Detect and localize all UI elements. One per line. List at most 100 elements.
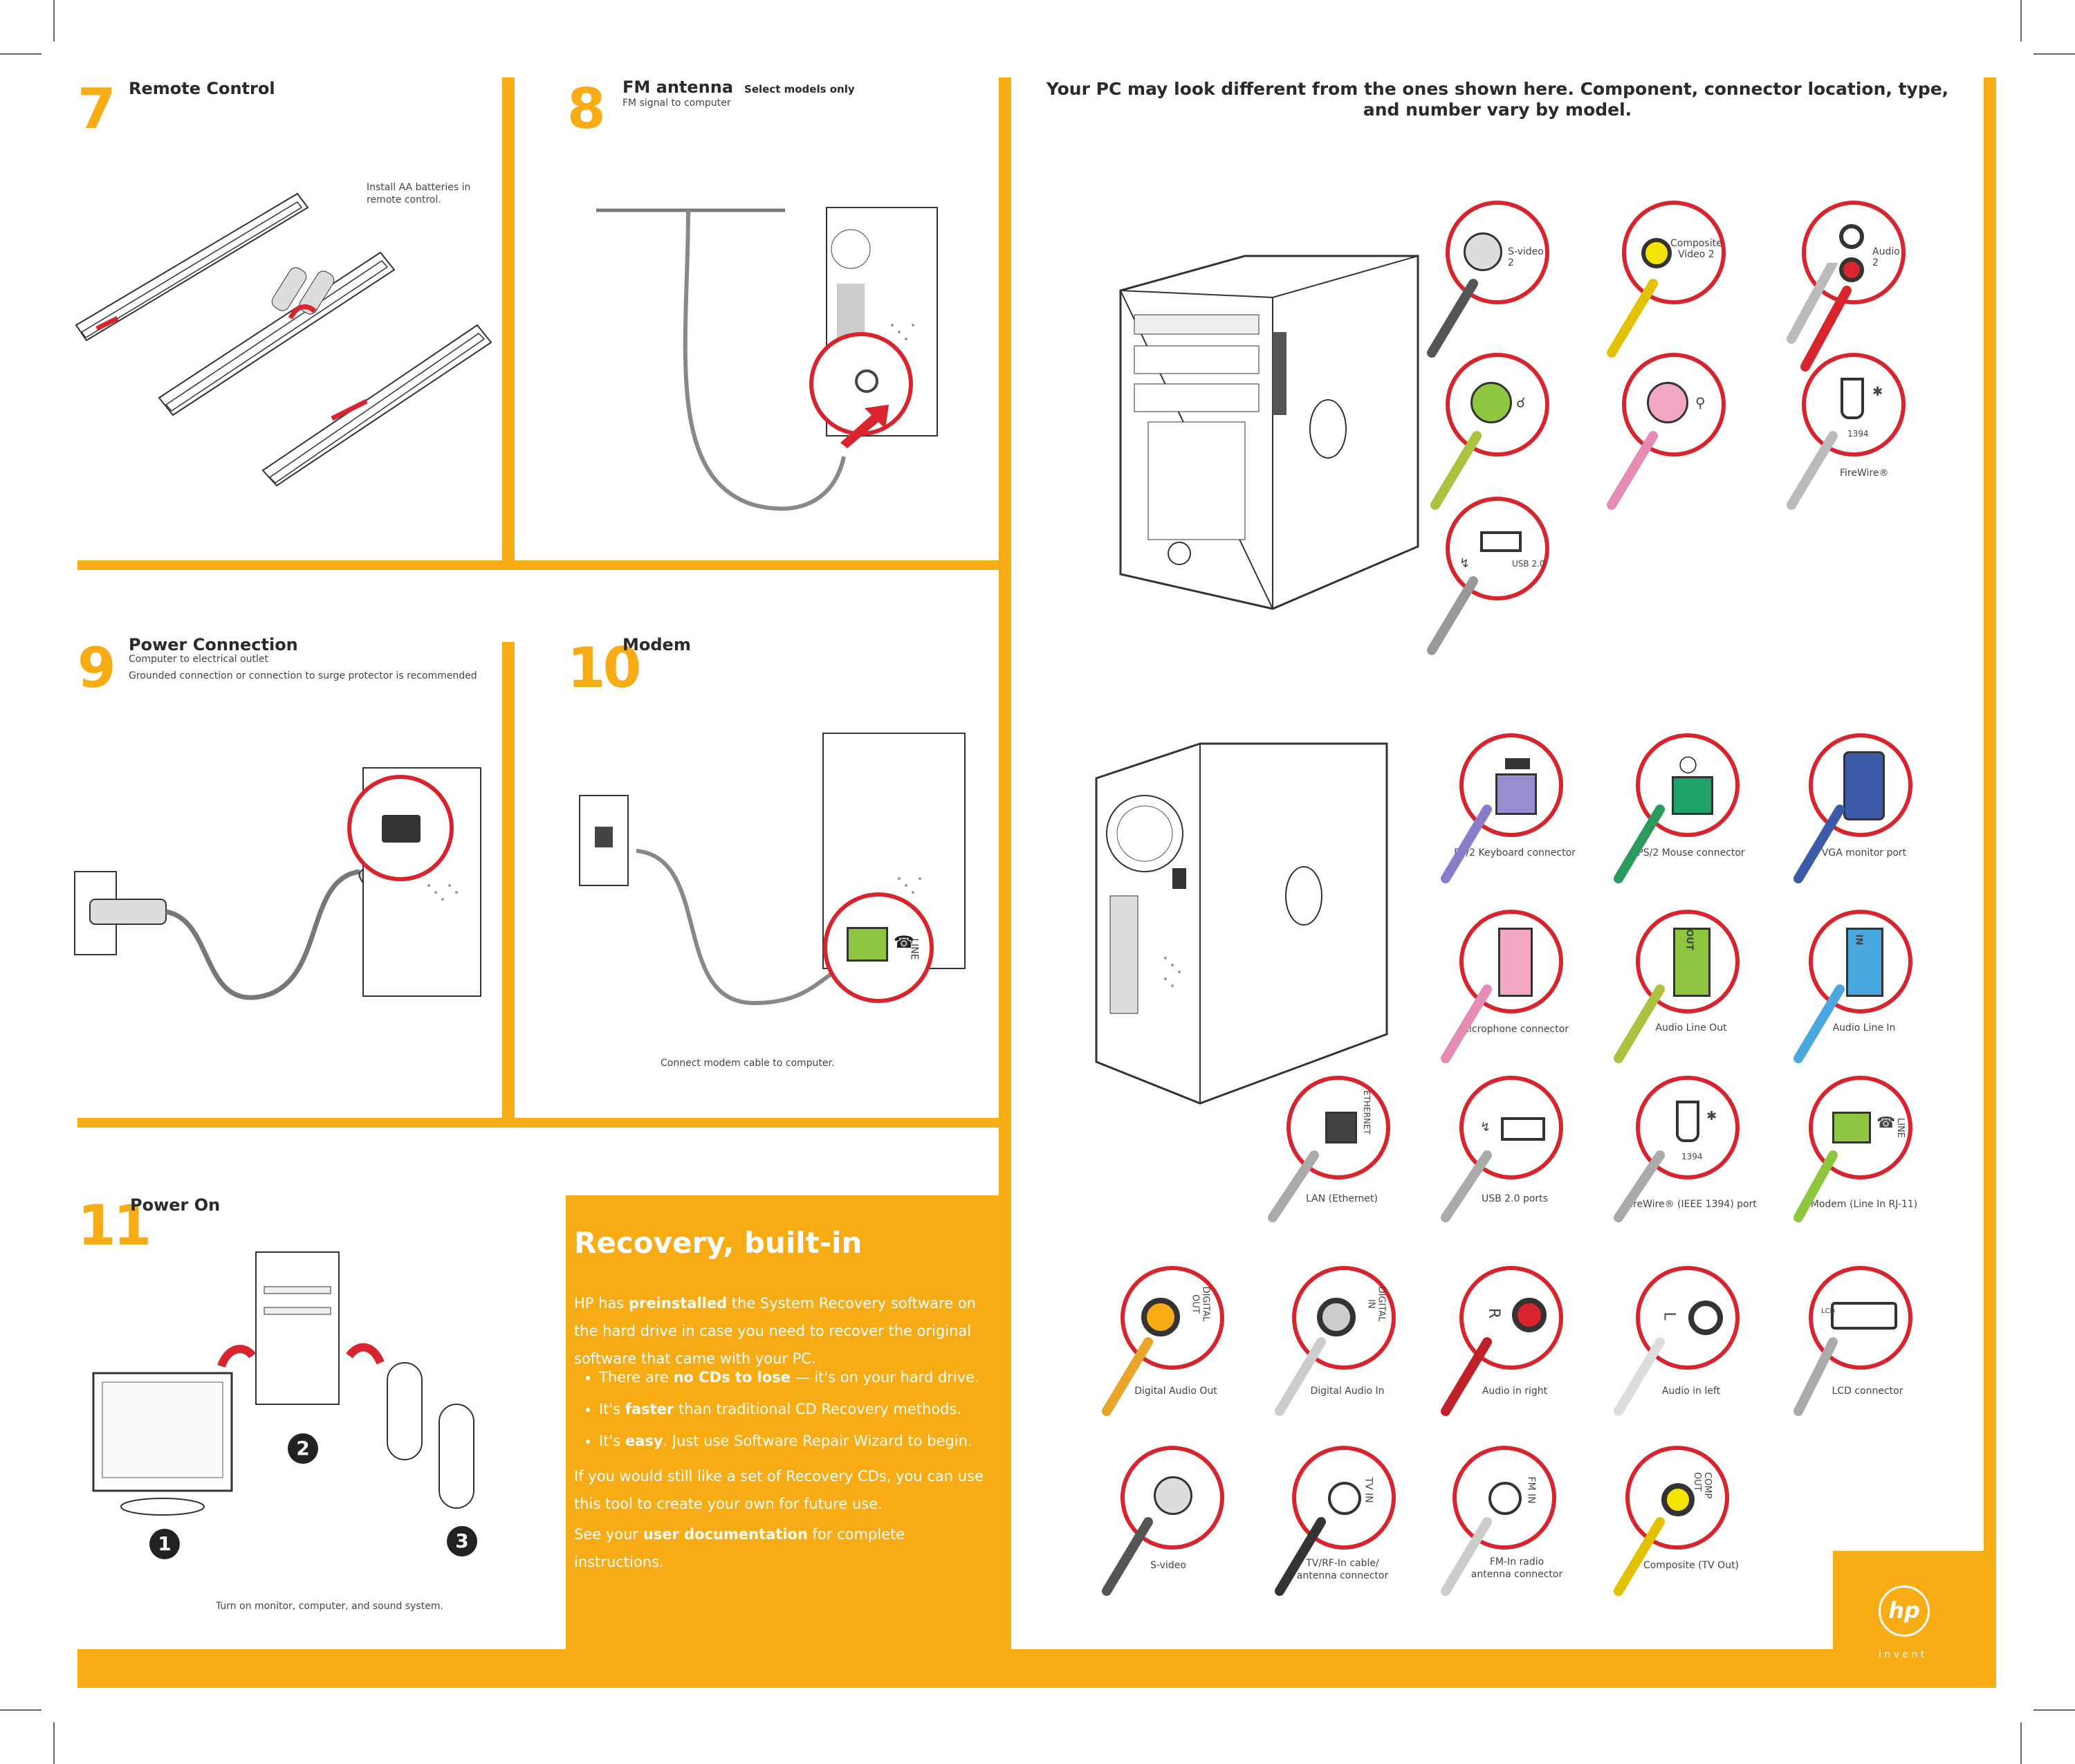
line-label: LINE [908,938,920,960]
tv-in-circle: TV IN [1292,1446,1396,1550]
step-10-number: 10 [567,636,641,700]
step-7-title: Remote Control [129,79,275,98]
lan-circle: ETHERNET [1286,1076,1390,1179]
composite2-line1: Composite [1670,238,1722,249]
audio-left-label: Audio in left [1661,1386,1721,1397]
step-9-title: Power Connection [129,635,298,654]
mic-icon: ⚲ [1695,394,1706,411]
pc-rear-illustration [1095,742,1388,1105]
rca-yellow-jack-icon [1641,238,1672,268]
firewire-front-label: FireWire® [1840,468,1889,479]
hp-tagline: i n v e n t [1879,1649,1925,1660]
blue-line-in-jack-icon [1846,928,1883,997]
power-socket-icon [382,815,421,843]
step-9-number: 9 [77,636,116,700]
p3-b: user documentation [643,1526,808,1543]
rca-red-jack-icon [1839,257,1864,282]
svideo2-circle: S-video 2 [1446,201,1549,304]
comp-out-circle: COMP OUT [1625,1446,1729,1550]
b3-a: It's [599,1433,625,1449]
step-9-subtitle-2: Grounded connection or connection to sur… [129,670,477,681]
usb-symbol-icon: ↯ [1459,556,1470,571]
step-11-badge-3: 3 [447,1526,477,1556]
modem-line-zoom-circle: ☎ LINE [823,892,934,1003]
mouse-icon: ◯ [1679,754,1697,773]
firewire-port-icon [1841,378,1864,419]
digital-in-label: Digital Audio In [1310,1386,1385,1397]
p2-line2: this tool to create your own for future … [574,1496,883,1512]
tv-in-line2: antenna connector [1296,1570,1389,1581]
disclaimer-line2: and number vary by model. [1363,100,1632,120]
firewire-front-number: 1394 [1847,429,1869,439]
vga-label: VGA monitor port [1821,847,1907,858]
step-11-badge-1: 1 [149,1529,180,1559]
remote-battery-illustration [75,192,492,487]
vga-circle [1809,733,1912,837]
power-on-illustration [92,1251,474,1516]
dvi-port-icon [1831,1302,1897,1330]
rj11-rear-jack-icon [1832,1112,1871,1143]
firewire-rear-symbol-icon: ✱ [1706,1109,1717,1123]
recovery-panel: Recovery, built-in HP has preinstalled t… [566,1195,1000,1649]
keyboard-icon [1505,758,1530,769]
comp-out-label: Composite (TV Out) [1643,1560,1740,1571]
recovery-paragraph-1: HP has preinstalled the System Recovery … [574,1289,989,1372]
recovery-heading: Recovery, built-in [574,1226,863,1260]
svideo-rear-port-icon [1154,1476,1192,1515]
svideo-label: S-video [1150,1560,1186,1571]
recovery-bullet-3: It's easy. Just use Software Repair Wiza… [599,1425,1000,1457]
audio2-label: Audio 2 [1872,246,1900,268]
firewire-rear-port-icon [1676,1101,1699,1142]
lcd-port-label: LCD [1821,1307,1836,1315]
yellow-comp-jack-icon [1661,1483,1695,1516]
step-8-number: 8 [567,77,606,141]
step-10-title: Modem [622,635,691,654]
pink-mic-jack-icon [1498,928,1533,997]
firewire-rear-number: 1394 [1681,1152,1703,1161]
p1-a: HP has [574,1295,629,1312]
usb-front-label: USB 2.0 [1512,559,1545,569]
line-out-circle: OUT [1636,910,1740,1013]
b2-c: than traditional CD Recovery methods. [674,1401,962,1417]
b3-b: easy [625,1433,663,1449]
recovery-bullet-2: It's faster than traditional CD Recovery… [599,1393,1000,1425]
step-7-note: Install AA batteries in remote control. [367,181,470,206]
fm-jack-icon [855,369,878,393]
tv-in-line1: TV/RF-In cable/ [1306,1558,1379,1569]
green-ps2-jack-icon [1672,776,1713,815]
divider-step7-right [502,77,515,566]
line-in-label: Audio Line In [1832,1022,1896,1033]
b3-c: . Just use Software Repair Wizard to beg… [663,1433,972,1449]
usb-front-circle: ↯ USB 2.0 [1446,497,1549,600]
b1-b: no CDs to lose [673,1369,791,1386]
fm-in-line2: antenna connector [1470,1568,1563,1580]
line-in-circle: IN [1809,910,1912,1013]
recovery-bullets: There are no CDs to lose — it's on your … [574,1361,1000,1457]
fm-in-circle: FM IN [1452,1446,1556,1550]
phone-rear-icon: ☎ [1876,1114,1896,1132]
vga-port-icon [1843,751,1885,820]
b2-b: faster [625,1401,674,1417]
digital-out-label: Digital Audio Out [1134,1386,1217,1397]
step-9-subtitle-1: Computer to electrical outlet [129,654,269,665]
frame-bar-right [1984,77,1996,1688]
modem-label: Modem (Line In RJ-11) [1810,1199,1918,1210]
firewire-front-circle: ✱ 1394 [1802,353,1906,457]
p1-b: preinstalled [628,1295,728,1312]
ps2-mouse-label: PS/2 Mouse connector [1637,847,1745,858]
b1-a: There are [599,1369,674,1386]
hp-logo-text: hp [1888,1597,1920,1624]
firewire-symbol-icon: ✱ [1872,385,1883,399]
svideo2-label: S-video 2 [1508,246,1544,268]
step-8-title-text: FM antenna [622,77,734,97]
ethernet-port-icon [1325,1112,1357,1143]
recovery-bullet-1: There are no CDs to lose — it's on your … [599,1361,1000,1393]
coax-fm-jack-icon [1488,1482,1522,1515]
usb-ports-label: USB 2.0 ports [1482,1193,1548,1204]
phone-icon: ☎ [894,932,914,952]
line-out-label: Audio Line Out [1655,1022,1727,1033]
step-10-caption: Connect modem cable to computer. [661,1058,835,1069]
step-7-note-line2: remote control. [367,194,441,206]
